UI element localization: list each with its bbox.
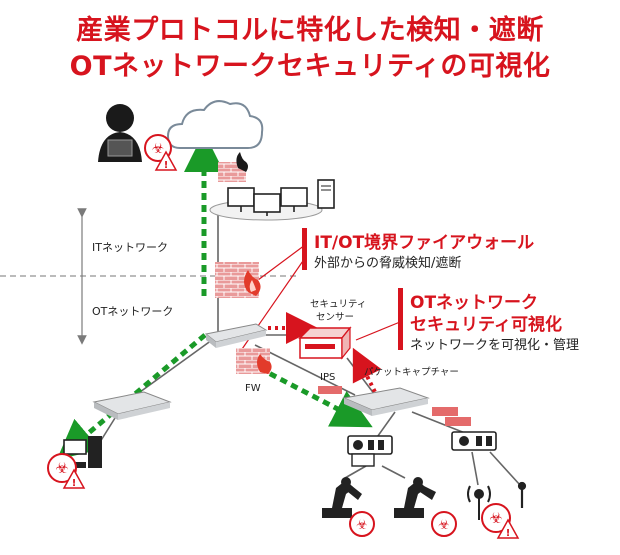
title-line-2: OTネットワークセキュリティの可視化: [69, 51, 551, 82]
it-monitors: [227, 187, 308, 216]
boundary-firewall-icon: [215, 262, 261, 298]
it-server-tower: [317, 179, 335, 209]
zone-label-it: ITネットワーク: [92, 241, 168, 254]
ips-label: IPS: [320, 372, 336, 383]
zone-label-ot: OTネットワーク: [92, 305, 174, 318]
wireless-sensor-icon: [467, 485, 491, 520]
svg-text:☣: ☣: [152, 141, 165, 157]
attack-path-left: [56, 333, 207, 460]
svg-text:☣: ☣: [55, 459, 68, 477]
biohazard-icon-left: ☣ !: [47, 453, 86, 489]
svg-text:☣: ☣: [356, 518, 368, 533]
robot-arm-left-icon: [322, 477, 362, 518]
firewall-callout-bar: [302, 228, 307, 270]
svg-text:!: !: [72, 478, 77, 489]
right-switch-icon: [342, 387, 430, 416]
firewall-callout-detail: 外部からの脅威検知/遮断: [314, 256, 462, 271]
sensor-callout-detail: ネットワークを可視化・管理: [410, 338, 580, 353]
security-sensor-icon: [298, 326, 352, 360]
sensor-callout-heading-1: OTネットワーク: [410, 293, 539, 313]
biohazard-icon-top: ☣ !: [144, 134, 178, 171]
top-firewall-icon: [218, 152, 248, 182]
svg-text:!: !: [506, 528, 511, 539]
biohazard-icon-robot-2: ☣: [431, 511, 457, 537]
attack-path-right: [236, 354, 373, 428]
svg-text:☣: ☣: [489, 509, 502, 527]
biohazard-icon-robot: ☣: [349, 511, 375, 537]
ot-firewall-icon: [236, 348, 272, 374]
ips-devices: [318, 386, 471, 426]
ot-pc-left-icon: [63, 436, 102, 468]
cloud-icon: [166, 100, 264, 149]
plc-left-icon: [347, 435, 393, 467]
sensor-label-line-1: セキュリティ: [310, 299, 367, 310]
left-switch-icon: [92, 391, 172, 420]
sensor-callout-heading-2: セキュリティ可視化: [410, 315, 562, 335]
sensor-arrows: [268, 312, 382, 399]
robot-arm-right-icon: [394, 477, 436, 518]
core-switch-icon: [204, 323, 268, 348]
firewall-callout-heading: IT/OT境界ファイアウォール: [314, 233, 535, 253]
fw-label: FW: [245, 383, 261, 394]
plc-right-icon: [451, 431, 497, 451]
svg-text:☣: ☣: [438, 518, 450, 533]
sensor-label-line-2: センサー: [316, 312, 355, 323]
hacker-icon: [98, 104, 142, 162]
svg-text:!: !: [164, 160, 169, 171]
attack-paths: [56, 132, 373, 460]
biohazard-icon-wireless: ☣ !: [481, 503, 520, 539]
title-line-1: 産業プロトコルに特化した検知・遮断: [76, 15, 544, 46]
sensor-callout-bar: [398, 288, 403, 350]
antenna-icon: [517, 481, 527, 508]
packet-capture-label: パケットキャプチャー: [364, 367, 459, 378]
